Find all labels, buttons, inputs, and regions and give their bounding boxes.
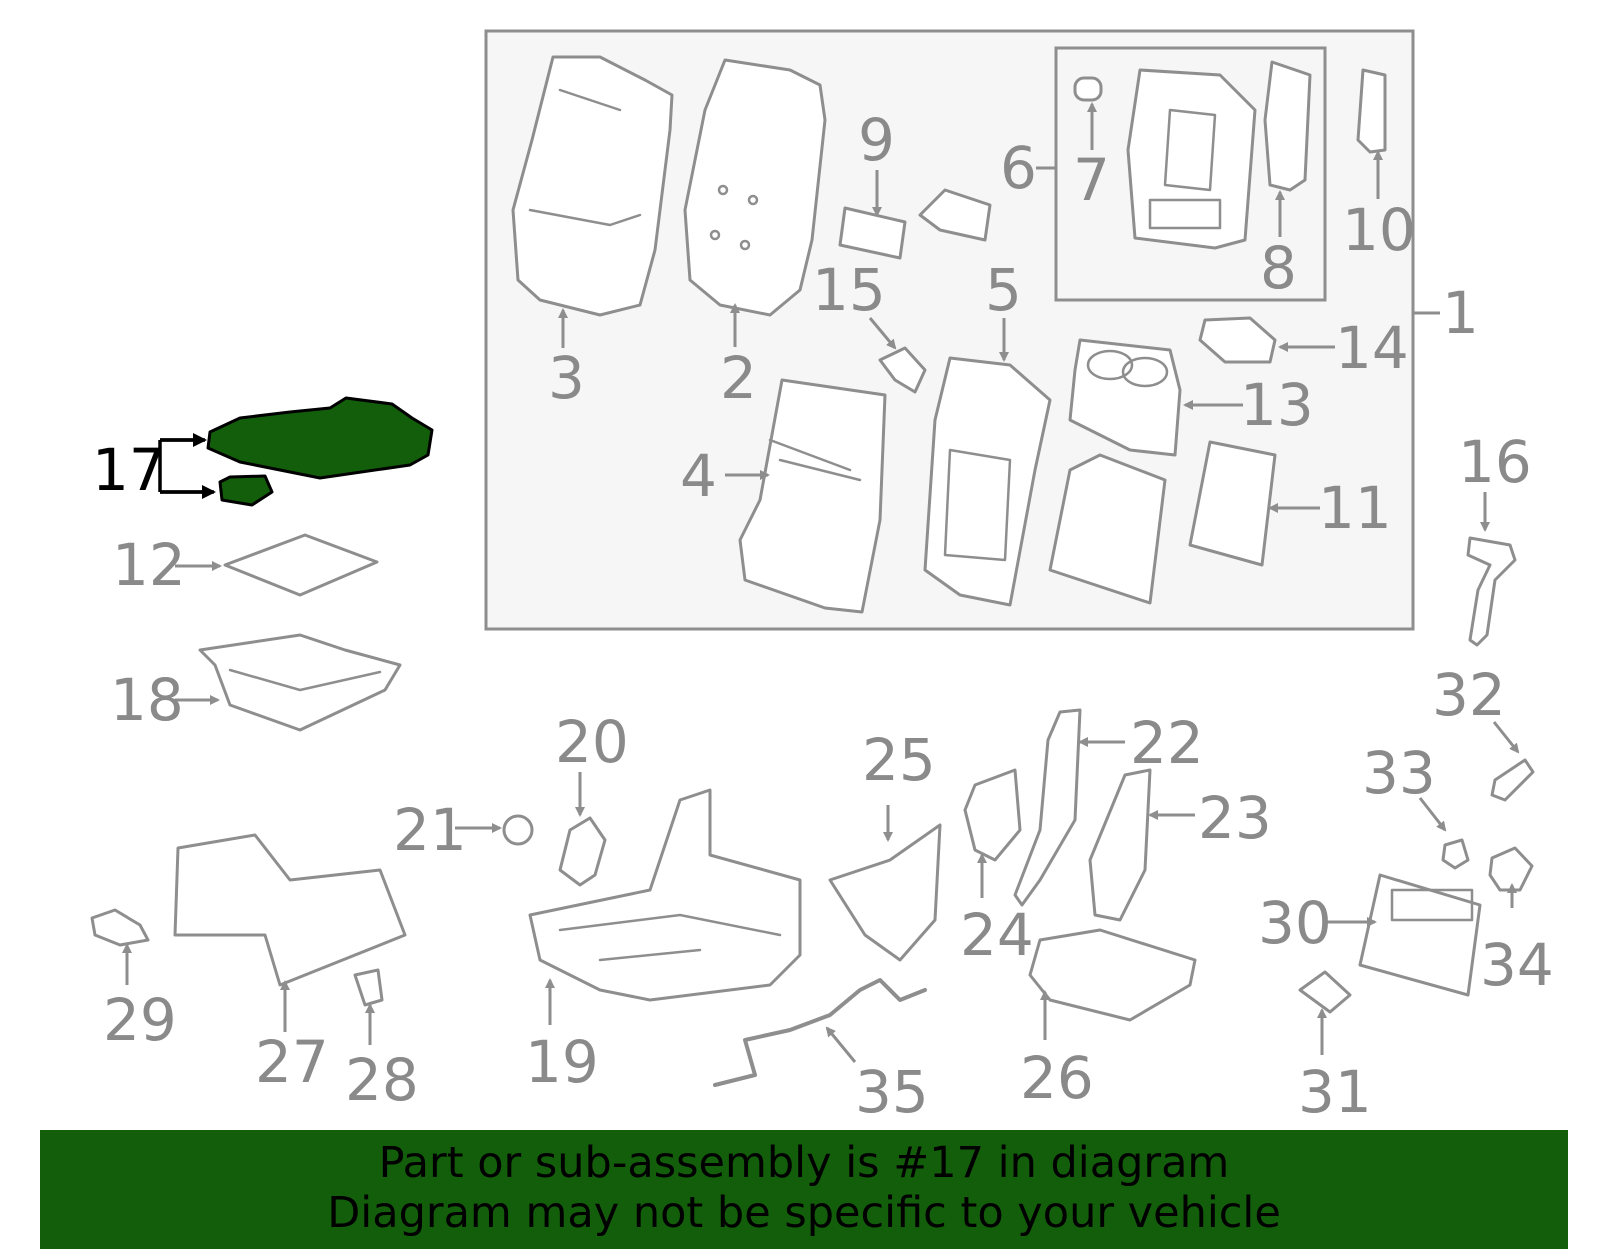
callout-22: 22: [1130, 709, 1204, 777]
part-34-cap: [1488, 846, 1534, 892]
part-8-trim: [1263, 60, 1312, 192]
part-11-panel: [1188, 440, 1277, 567]
callout-5: 5: [985, 256, 1022, 324]
callout-23: 23: [1198, 784, 1272, 852]
part-9-bracket: [838, 188, 992, 260]
callout-28: 28: [345, 1046, 419, 1114]
part-13-cupholder: [1068, 338, 1182, 457]
part-5-seat-structure: [923, 356, 1052, 607]
callout-24: 24: [960, 901, 1034, 969]
callout-11: 11: [1318, 474, 1392, 542]
part-29-knob: [90, 908, 150, 947]
part-6-armrest-module: [1126, 68, 1257, 250]
callout-29: 29: [103, 986, 177, 1054]
callout-19: 19: [525, 1028, 599, 1096]
callout-15: 15: [812, 256, 886, 324]
part-30-switch-panel: [1358, 873, 1482, 997]
part-10-cover: [1356, 68, 1387, 154]
part-25-bracket: [828, 823, 942, 962]
part-21-spring: [502, 814, 534, 846]
callout-9: 9: [858, 106, 895, 174]
callout-10: 10: [1342, 196, 1416, 264]
part-27-side-panel: [173, 833, 407, 987]
callout-20: 20: [555, 708, 629, 776]
part-14-knob: [1198, 316, 1277, 364]
callout-16: 16: [1458, 428, 1532, 496]
part-18-tray: [198, 633, 402, 732]
part-15-clip: [878, 346, 927, 394]
callout-1: 1: [1442, 279, 1479, 347]
callout-8: 8: [1260, 234, 1297, 302]
banner-line-1: Part or sub-assembly is #17 in diagram: [378, 1138, 1230, 1188]
part-26-bracket: [1028, 928, 1197, 1022]
callout-17: 17: [92, 436, 166, 504]
part-16-rod: [1466, 536, 1517, 647]
callout-26: 26: [1020, 1044, 1094, 1112]
callout-30: 30: [1258, 889, 1332, 957]
part-7-button: [1073, 76, 1103, 102]
callout-25: 25: [862, 726, 936, 794]
callout-31: 31: [1298, 1058, 1372, 1126]
callout-17-bracket: [158, 438, 212, 494]
part-22-arm: [1013, 708, 1082, 907]
callout-12: 12: [112, 531, 186, 599]
callout-2: 2: [720, 344, 757, 412]
part-20-recliner: [558, 816, 607, 887]
part-24-plate: [963, 768, 1022, 862]
part-23-cover: [1088, 768, 1152, 922]
callout-6: 6: [1000, 134, 1037, 202]
part-box-liner: [1048, 453, 1167, 605]
callout-18: 18: [110, 666, 184, 734]
info-banner: Part or sub-assembly is #17 in diagram D…: [40, 1130, 1568, 1249]
part-2-seatback-pad: [683, 58, 827, 317]
part-19-seat-frame: [528, 788, 802, 1002]
callout-32: 32: [1432, 661, 1506, 729]
part-17-cushion-pad: [206, 396, 434, 507]
part-4-seatback-frame: [738, 378, 887, 614]
part-31-bracket: [1298, 970, 1352, 1014]
part-28-cap: [353, 968, 384, 1007]
part-12-pad: [223, 533, 379, 597]
callout-35: 35: [855, 1058, 929, 1126]
callout-21: 21: [393, 796, 467, 864]
banner-line-2: Diagram may not be specific to your vehi…: [327, 1188, 1281, 1238]
part-32-bushing: [1490, 758, 1535, 802]
callout-14: 14: [1335, 314, 1409, 382]
callout-27: 27: [255, 1028, 329, 1096]
callout-3: 3: [548, 344, 585, 412]
part-35-harness: [713, 978, 927, 1087]
part-3-seatback-cover: [511, 55, 674, 317]
callout-33: 33: [1362, 739, 1436, 807]
callout-13: 13: [1240, 371, 1314, 439]
callout-34: 34: [1480, 931, 1554, 999]
callout-4: 4: [680, 442, 717, 510]
callout-7: 7: [1073, 146, 1110, 214]
part-33-nut: [1441, 838, 1470, 870]
